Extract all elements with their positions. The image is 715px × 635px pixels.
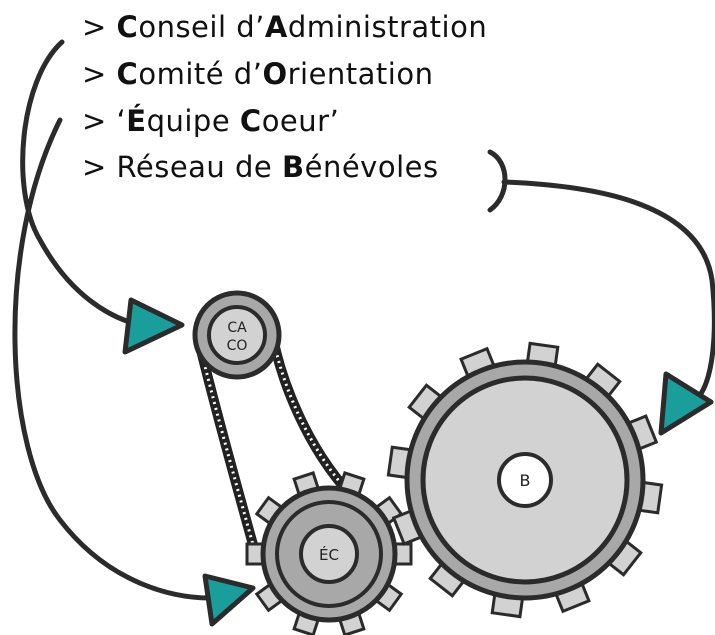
bracket-benevoles: [487, 149, 508, 213]
legend-text-segment: onseil d’: [138, 10, 265, 44]
legend-text-segment: omité d’: [138, 57, 263, 91]
connector-b-curve: [501, 179, 715, 398]
legend-text-segment: énévoles: [304, 150, 439, 184]
legend-item-comite-orientation: > Comité d’Orientation: [82, 57, 434, 91]
legend-item-reseau-benevoles: > Réseau de Bénévoles: [82, 150, 439, 184]
legend-text-segment: > ‘: [82, 104, 127, 138]
ec-gear: ÉC: [245, 471, 413, 635]
legend-list: > Conseil d’Administration > Comité d’Or…: [0, 0, 715, 200]
arrowhead-ca-co: [122, 297, 185, 355]
b-gear: B: [386, 341, 664, 619]
legend-text-segment: A: [264, 10, 288, 44]
legend-text-segment: C: [116, 10, 139, 44]
arrowhead-b: [658, 371, 714, 436]
co-label: CO: [227, 338, 248, 354]
legend-text-segment: oeur’: [261, 104, 340, 138]
legend-text-segment: rientation: [287, 57, 434, 91]
connector-ec-curve: [12, 117, 213, 601]
ca-co-pulley: CA CO: [192, 290, 282, 380]
legend-text-segment: > Réseau de: [82, 150, 282, 184]
legend-item-equipe-coeur: > ‘Équipe Coeur’: [82, 104, 339, 138]
arrowhead-ec: [202, 573, 256, 627]
ec-label: ÉC: [319, 545, 339, 564]
legend-text-segment: >: [82, 10, 117, 44]
legend-text-segment: >: [82, 57, 117, 91]
legend-text-segment: O: [262, 57, 288, 91]
legend-text-segment: quipe: [146, 104, 240, 138]
connector-ca-co-curve: [20, 39, 143, 328]
legend-text-segment: C: [116, 57, 139, 91]
b-label: B: [520, 471, 531, 490]
legend-text-segment: C: [239, 104, 262, 138]
legend-text-segment: B: [282, 150, 305, 184]
ca-label: CA: [227, 320, 247, 336]
legend-text-segment: É: [126, 104, 147, 138]
legend-text-segment: dministration: [287, 10, 488, 44]
legend-item-conseil-administration: > Conseil d’Administration: [82, 10, 487, 44]
